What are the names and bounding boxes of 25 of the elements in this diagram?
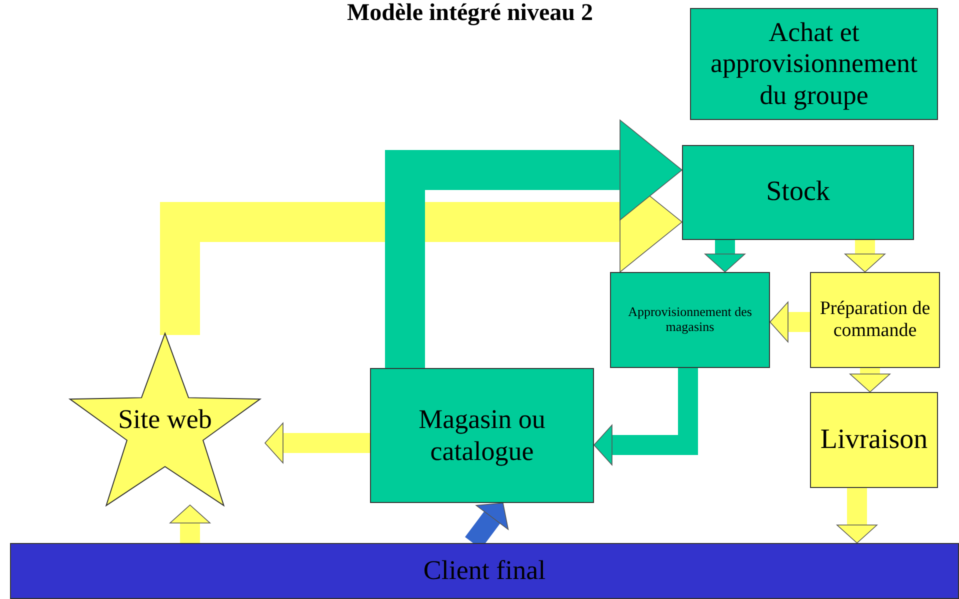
node-label: Préparation de commande [818,298,932,342]
node-label: Magasin ou catalogue [418,404,546,467]
block-arrow [704,240,746,272]
process-box [610,272,770,368]
process-box [690,8,938,120]
node-label: Client final [422,555,547,587]
node-label: Stock [765,176,831,209]
node-label: Livraison [819,424,929,456]
block-arrow [844,240,886,272]
block-arrow [385,120,682,368]
diagram-title: Modèle intégré niveau 2 [346,0,594,27]
process-box [682,145,914,240]
node-label: Site web [117,404,213,436]
block-arrow [836,488,878,544]
block-arrow [770,302,810,342]
node-label: Approvisionnement des magasins [627,305,753,335]
process-box [10,543,959,599]
block-arrow [170,504,210,543]
process-box [810,392,938,488]
block-arrow [594,368,698,466]
process-box [370,368,594,503]
block-arrow [264,422,370,464]
process-box [810,272,940,368]
block-arrow [850,368,890,392]
node-label: Achat et approvisionnement du groupe [710,17,918,111]
